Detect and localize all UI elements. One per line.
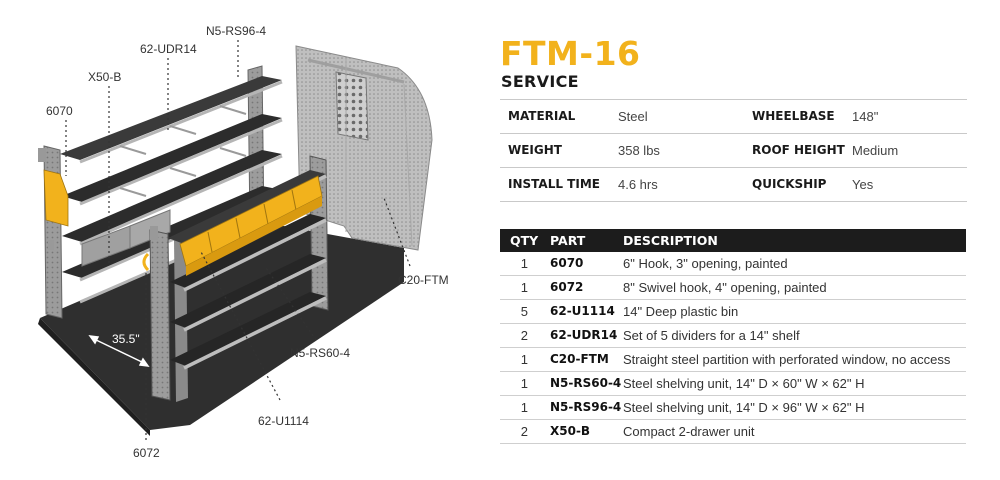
callout-6072: 6072 xyxy=(133,446,160,460)
cell-part: 6070 xyxy=(550,256,584,270)
cell-qty: 1 xyxy=(520,400,528,415)
spec-label: WEIGHT xyxy=(508,143,562,157)
cell-part: 62-U1114 xyxy=(550,304,615,318)
table-row: 1 C20-FTM Straight steel partition with … xyxy=(500,348,966,372)
cell-qty: 1 xyxy=(520,352,528,367)
cell-description: 14" Deep plastic bin xyxy=(623,304,739,319)
table-row: 1 N5-RS60-4 Steel shelving unit, 14" D ×… xyxy=(500,372,966,396)
cell-qty: 2 xyxy=(520,424,528,439)
header-description: DESCRIPTION xyxy=(623,233,718,248)
spec-value: 358 lbs xyxy=(618,143,660,158)
cell-description: Set of 5 dividers for a 14" shelf xyxy=(623,328,800,343)
spec-label: WHEELBASE xyxy=(752,109,835,123)
table-row: 5 62-U1114 14" Deep plastic bin xyxy=(500,300,966,324)
callout-62-udr14: 62-UDR14 xyxy=(140,42,197,56)
callout-n5-rs96-4: N5-RS96-4 xyxy=(206,24,267,38)
cell-part: X50-B xyxy=(550,424,591,438)
spec-label: INSTALL TIME xyxy=(508,177,600,191)
spec-value: Yes xyxy=(852,177,874,192)
specs-table: MATERIAL Steel WHEELBASE 148" WEIGHT 358… xyxy=(500,99,967,202)
parts-table-header: QTY PART DESCRIPTION xyxy=(500,229,966,252)
shelving-unit-rs60 xyxy=(142,155,329,402)
callout-c20-ftm: C20-FTM xyxy=(398,273,449,287)
table-row: 1 N5-RS96-4 Steel shelving unit, 14" D ×… xyxy=(500,396,966,420)
table-row: 2 62-UDR14 Set of 5 dividers for a 14" s… xyxy=(500,324,966,348)
product-model-title: FTM-16 xyxy=(500,34,641,73)
header-qty: QTY xyxy=(510,233,539,248)
partition-c20-ftm xyxy=(295,45,433,251)
cell-qty: 2 xyxy=(520,328,528,343)
cell-part: 6072 xyxy=(550,280,584,294)
spec-row: INSTALL TIME 4.6 hrs QUICKSHIP Yes xyxy=(500,168,967,202)
spec-label: MATERIAL xyxy=(508,109,576,123)
spec-value: Steel xyxy=(618,109,648,124)
parts-table: QTY PART DESCRIPTION 1 6070 6" Hook, 3" … xyxy=(500,229,966,444)
callout-62-u1114: 62-U1114 xyxy=(258,414,309,428)
cell-part: N5-RS96-4 xyxy=(550,400,622,414)
dimension-arrow xyxy=(88,335,150,367)
spec-label: ROOF HEIGHT xyxy=(752,143,845,157)
cell-qty: 1 xyxy=(520,376,528,391)
bins-62-u1114 xyxy=(179,175,323,276)
cell-qty: 5 xyxy=(520,304,528,319)
spec-label: QUICKSHIP xyxy=(752,177,827,191)
table-row: 1 6070 6" Hook, 3" opening, painted xyxy=(500,252,966,276)
cell-description: 8" Swivel hook, 4" opening, painted xyxy=(623,280,827,295)
cell-description: Steel shelving unit, 14" D × 96" W × 62"… xyxy=(623,400,865,415)
spec-value: 148" xyxy=(852,109,879,124)
callout-dimension: 35.5" xyxy=(112,332,140,346)
product-category: SERVICE xyxy=(501,72,579,91)
van-shelving-render xyxy=(38,40,433,440)
table-row: 1 6072 8" Swivel hook, 4" opening, paint… xyxy=(500,276,966,300)
table-row: 2 X50-B Compact 2-drawer unit xyxy=(500,420,966,444)
cell-description: Steel shelving unit, 14" D × 60" W × 62"… xyxy=(623,376,865,391)
cell-description: Compact 2-drawer unit xyxy=(623,424,755,439)
product-illustration: N5-RS96-4 62-UDR14 X50-B 6070 C20-FTM N5… xyxy=(0,0,480,476)
callout-x50-b: X50-B xyxy=(88,70,122,84)
callout-n5-rs60-4: N5-RS60-4 xyxy=(290,346,351,360)
cell-description: Straight steel partition with perforated… xyxy=(623,352,951,367)
spec-value: Medium xyxy=(852,143,899,158)
cell-qty: 1 xyxy=(520,256,528,271)
cell-part: C20-FTM xyxy=(550,352,609,366)
cell-part: N5-RS60-4 xyxy=(550,376,622,390)
spec-row: WEIGHT 358 lbs ROOF HEIGHT Medium xyxy=(500,134,967,168)
header-part: PART xyxy=(550,233,586,248)
callout-6070: 6070 xyxy=(46,104,73,118)
spec-row: MATERIAL Steel WHEELBASE 148" xyxy=(500,99,967,134)
cell-description: 6" Hook, 3" opening, painted xyxy=(623,256,788,271)
cell-part: 62-UDR14 xyxy=(550,328,618,342)
cell-qty: 1 xyxy=(520,280,528,295)
spec-value: 4.6 hrs xyxy=(618,177,658,192)
